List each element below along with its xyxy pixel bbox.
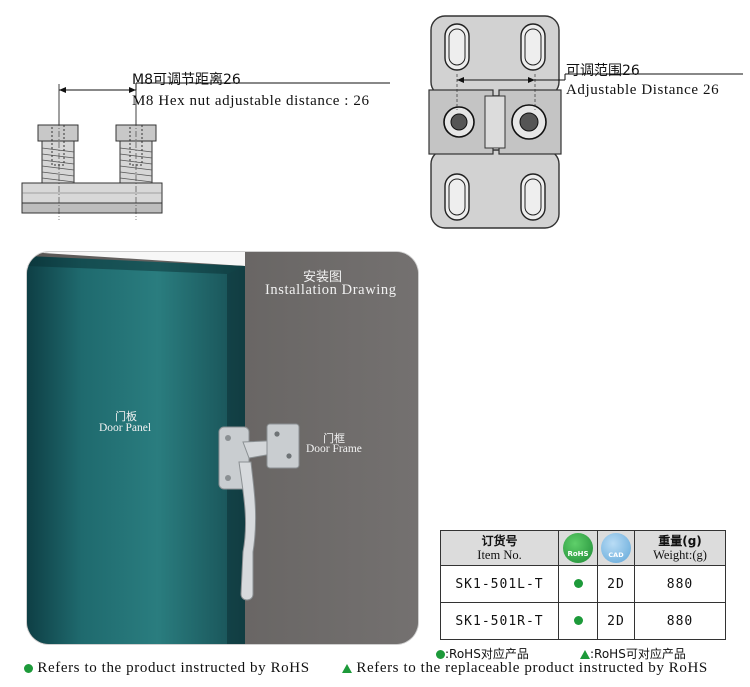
spec-table: 订货号 Item No. RoHS CAD 重量(g) Weight:(g) S… xyxy=(440,530,726,640)
rohs-dot-icon xyxy=(573,578,583,588)
header-rohs: RoHS xyxy=(558,530,598,566)
rohs-badge-icon: RoHS xyxy=(563,533,593,563)
right-dimension-label-en: Adjustable Distance 26 xyxy=(566,82,720,98)
rohs-badge-text: RoHS xyxy=(567,550,589,558)
cad-badge-text: CAD xyxy=(608,551,624,559)
door-panel-label-cn: 门板 xyxy=(115,410,137,423)
left-dimension-label-en: M8 Hex nut adjustable distance : 26 xyxy=(132,93,370,109)
header-item-no: 订货号 Item No. xyxy=(440,530,559,566)
installation-drawing: 安装图 Installation Drawing 门板 Door Panel 门… xyxy=(27,252,418,644)
header-weight: 重量(g) Weight:(g) xyxy=(634,530,726,566)
legend-cn-replace: :RoHS可对应产品 xyxy=(580,645,686,662)
cad-badge-icon: CAD xyxy=(601,533,631,563)
legend-cn-replace-text: :RoHS可对应产品 xyxy=(590,647,686,661)
header-item-cn: 订货号 xyxy=(481,534,518,548)
rohs-cell xyxy=(558,565,598,603)
door-frame-label-cn: 门框 xyxy=(323,432,345,445)
legend-en-replace-text: Refers to the replaceable product instru… xyxy=(356,660,708,676)
installation-title-en: Installation Drawing xyxy=(265,282,397,298)
table-row: SK1-501L-T 2D 880 xyxy=(440,565,726,603)
right-dimension-label-cn: 可调范围26 xyxy=(566,63,640,79)
cad-cell: 2D xyxy=(597,602,635,640)
legend-en-rohs-text: Refers to the product instructed by RoHS xyxy=(37,660,310,676)
item-no-cell: SK1-501L-T xyxy=(440,565,559,603)
header-weight-en: Weight:(g) xyxy=(653,548,707,562)
installation-title-cn: 安装图 xyxy=(303,270,343,285)
legend-en-rohs: Refers to the product instructed by RoHS xyxy=(24,660,310,677)
side-view-drawing xyxy=(18,60,398,230)
green-dot-icon xyxy=(24,664,33,674)
weight-cell: 880 xyxy=(634,602,726,640)
header-cad: CAD xyxy=(597,530,635,566)
green-dot-icon xyxy=(436,650,445,659)
legend-cn-rohs: :RoHS对应产品 xyxy=(436,645,529,662)
legend-en-replace: Refers to the replaceable product instru… xyxy=(342,660,708,677)
left-dimension-label-cn: M8可调节距离26 xyxy=(132,72,241,88)
rohs-cell xyxy=(558,602,598,640)
table-header-row: 订货号 Item No. RoHS CAD 重量(g) Weight:(g) xyxy=(440,530,726,566)
front-view-drawing xyxy=(425,10,745,235)
header-item-en: Item No. xyxy=(477,548,522,562)
weight-cell: 880 xyxy=(634,565,726,603)
door-panel-label-en: Door Panel xyxy=(99,422,152,434)
legend-cn-rohs-text: :RoHS对应产品 xyxy=(445,647,529,661)
cad-cell: 2D xyxy=(597,565,635,603)
table-row: SK1-501R-T 2D 880 xyxy=(440,602,726,640)
door-frame-label-en: Door Frame xyxy=(306,443,362,455)
green-triangle-icon xyxy=(342,664,352,674)
header-weight-cn: 重量(g) xyxy=(658,534,702,548)
rohs-dot-icon xyxy=(573,615,583,625)
item-no-cell: SK1-501R-T xyxy=(440,602,559,640)
green-triangle-icon xyxy=(580,650,590,659)
